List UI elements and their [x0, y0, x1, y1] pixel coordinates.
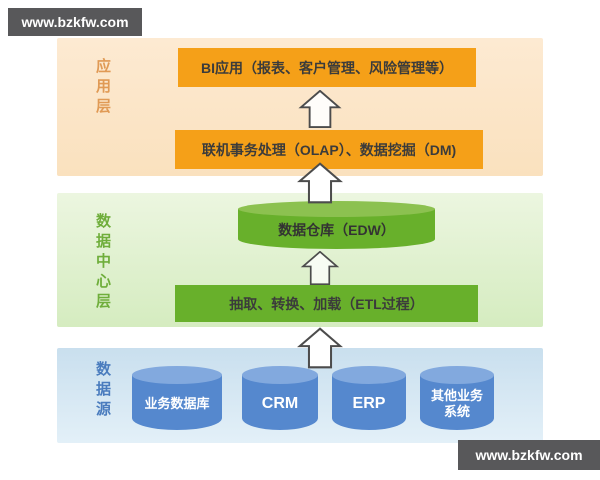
- etl-process-box: 抽取、转换、加载（ETL过程）: [175, 285, 478, 322]
- data-source-layer-label: 数据源: [94, 361, 111, 421]
- section-data-source-layer: 数据源 业务数据库 CRM ERP 其他业务系统: [57, 348, 543, 443]
- cylinder-body: [332, 375, 406, 430]
- watermark-top: www.bzkfw.com: [8, 8, 142, 36]
- up-arrow-icon: [297, 327, 343, 369]
- up-arrow-icon: [297, 162, 343, 204]
- erp-cylinder: ERP: [332, 366, 406, 430]
- data-center-layer-label: 数据中心层: [94, 213, 111, 313]
- watermark-bottom: www.bzkfw.com: [458, 440, 600, 470]
- cylinder-top: [132, 366, 222, 384]
- cylinder-top: [420, 366, 494, 384]
- cylinder-top: [332, 366, 406, 384]
- edw-cylinder: 数据仓库（EDW）: [238, 201, 435, 249]
- application-layer-label: 应用层: [94, 58, 111, 118]
- business-database-cylinder: 业务数据库: [132, 366, 222, 430]
- cylinder-top: [238, 201, 435, 217]
- other-systems-cylinder: 其他业务系统: [420, 366, 494, 430]
- cylinder-body: [132, 375, 222, 430]
- cylinder-top: [242, 366, 318, 384]
- section-data-center-layer: 数据中心层 数据仓库（EDW） 抽取、转换、加载（ETL过程）: [57, 193, 543, 327]
- bi-application-box: BI应用（报表、客户管理、风险管理等）: [178, 48, 476, 87]
- up-arrow-icon: [297, 251, 343, 285]
- olap-dm-box: 联机事务处理（OLAP）、数据挖掘（DM): [175, 130, 483, 169]
- other-systems-label: 其他业务系统: [430, 387, 483, 419]
- edw-cylinder-label: 数据仓库（EDW）: [278, 222, 395, 239]
- erp-label: ERP: [352, 395, 386, 412]
- crm-cylinder: CRM: [242, 366, 318, 430]
- section-application-layer: 应用层 BI应用（报表、客户管理、风险管理等） 联机事务处理（OLAP）、数据挖…: [57, 38, 543, 176]
- business-database-label: 业务数据库: [144, 395, 210, 411]
- up-arrow-icon: [297, 90, 343, 128]
- cylinder-body: [420, 375, 494, 430]
- cylinder-body: [242, 375, 318, 430]
- crm-label: CRM: [261, 395, 299, 412]
